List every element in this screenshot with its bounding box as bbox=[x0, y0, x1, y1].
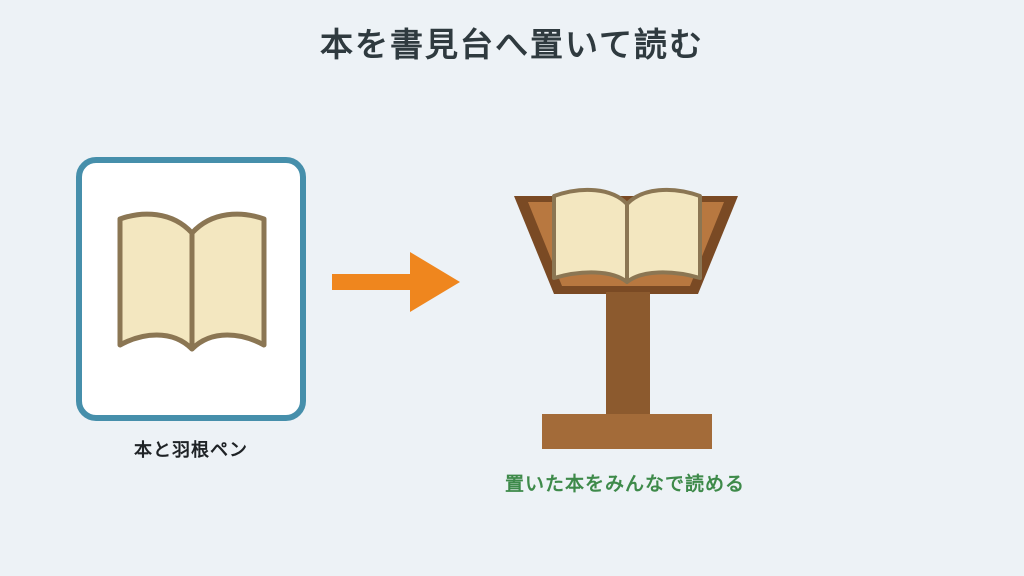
book-card-label: 本と羽根ペン bbox=[134, 440, 248, 461]
lectern-label: 置いた本をみんなで読める bbox=[504, 473, 745, 495]
open-book-icon bbox=[117, 211, 267, 352]
lectern-with-book-icon bbox=[514, 187, 738, 449]
open-book-on-lectern bbox=[552, 187, 702, 284]
lectern-base bbox=[542, 414, 712, 449]
page-title: 本を書見台へ置いて読む bbox=[319, 25, 704, 64]
lectern-post bbox=[606, 292, 650, 416]
book-card bbox=[76, 157, 306, 421]
right-arrow-icon bbox=[332, 252, 460, 312]
